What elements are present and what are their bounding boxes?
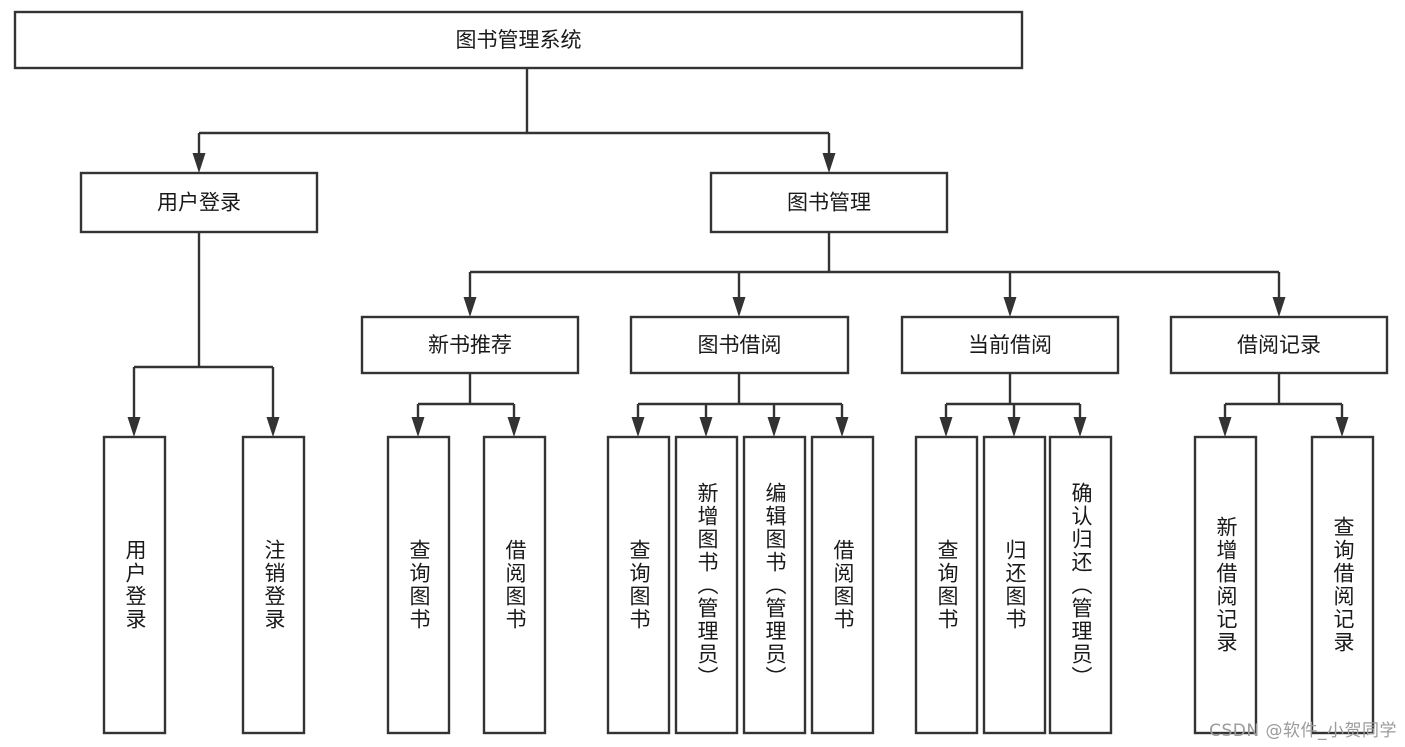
- edge-group-borrow-record-split: [1218, 373, 1349, 437]
- edge-group-book-manage-split: [463, 232, 1286, 317]
- arrow-head-icon: [411, 417, 425, 437]
- node-label-borrow-record: 借阅记录: [1237, 333, 1321, 357]
- node-box-current-borrow[interactable]: [900, 315, 1120, 375]
- node-label-book-borrow: 图书借阅: [698, 333, 782, 357]
- node-box-leaf-add-book[interactable]: [674, 435, 739, 735]
- node-label-current-borrow: 当前借阅: [968, 333, 1052, 357]
- csdn-watermark: CSDN @软件_小贺同学: [1209, 721, 1397, 741]
- arrow-head-icon: [507, 417, 521, 437]
- arrow-head-icon: [699, 417, 713, 437]
- node-box-leaf-user-login[interactable]: [102, 435, 167, 735]
- arrow-head-icon: [1272, 297, 1286, 317]
- node-box-leaf-edit-book[interactable]: [742, 435, 807, 735]
- arrow-head-icon: [1073, 417, 1087, 437]
- node-box-leaf-logout[interactable]: [241, 435, 306, 735]
- connector-layer: [127, 68, 1349, 437]
- node-box-leaf-confirm-return[interactable]: [1048, 435, 1113, 735]
- node-box-leaf-query-book-2[interactable]: [606, 435, 671, 735]
- edge-group-book-borrow-split: [631, 373, 849, 437]
- node-box-root[interactable]: [13, 10, 1024, 70]
- node-label-new-book-rec: 新书推荐: [428, 333, 512, 357]
- edge-group-current-borrow-split: [939, 373, 1087, 437]
- arrow-head-icon: [127, 417, 141, 437]
- node-label-book-manage: 图书管理: [787, 191, 871, 215]
- arrow-head-icon: [1007, 417, 1021, 437]
- node-box-leaf-add-record[interactable]: [1193, 435, 1258, 735]
- arrow-head-icon: [822, 153, 836, 173]
- edge-group-new-book-rec-split: [411, 373, 521, 437]
- edge-group-user-login-split: [127, 232, 280, 437]
- arrow-head-icon: [631, 417, 645, 437]
- arrow-head-icon: [1003, 297, 1017, 317]
- arrow-head-icon: [192, 153, 206, 173]
- arrow-head-icon: [835, 417, 849, 437]
- node-box-leaf-query-book-3[interactable]: [914, 435, 979, 735]
- node-box-leaf-return-book[interactable]: [982, 435, 1047, 735]
- node-label-root: 图书管理系统: [456, 28, 582, 52]
- edge-group-root-split: [192, 68, 836, 173]
- node-label-user-login: 用户登录: [157, 191, 241, 215]
- arrow-head-icon: [1218, 417, 1232, 437]
- node-box-book-borrow[interactable]: [629, 315, 850, 375]
- node-box-book-manage[interactable]: [709, 171, 949, 234]
- node-layer: [13, 10, 1389, 735]
- node-box-leaf-borrow-book-2[interactable]: [810, 435, 875, 735]
- node-box-leaf-borrow-book-1[interactable]: [482, 435, 547, 735]
- arrow-head-icon: [266, 417, 280, 437]
- node-box-leaf-query-record[interactable]: [1310, 435, 1375, 735]
- node-box-user-login[interactable]: [79, 171, 319, 234]
- node-box-leaf-query-book-1[interactable]: [386, 435, 451, 735]
- node-box-new-book-rec[interactable]: [360, 315, 580, 375]
- node-box-borrow-record[interactable]: [1169, 315, 1389, 375]
- arrow-head-icon: [463, 297, 477, 317]
- arrow-head-icon: [939, 417, 953, 437]
- arrow-head-icon: [1335, 417, 1349, 437]
- arrow-head-icon: [732, 297, 746, 317]
- arrow-head-icon: [767, 417, 781, 437]
